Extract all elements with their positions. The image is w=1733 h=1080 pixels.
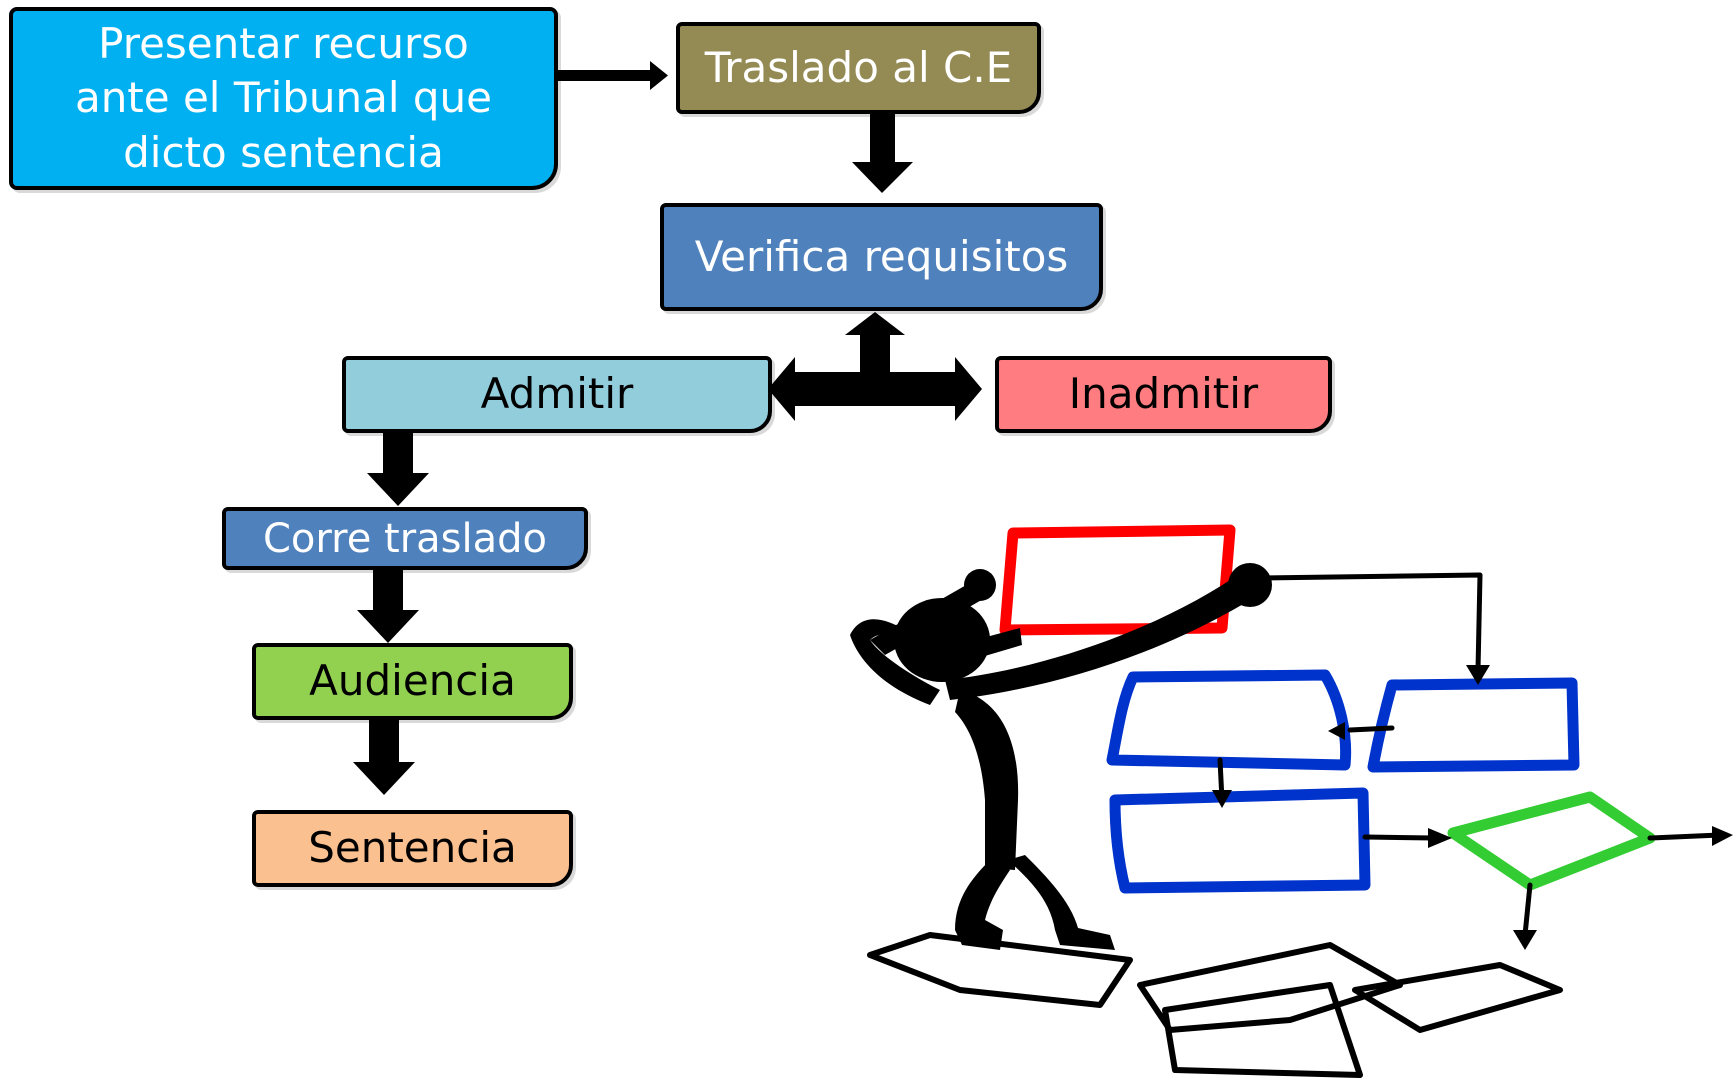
blue-box-shape-2 (1367, 677, 1580, 773)
node-audiencia: Audiencia (252, 643, 573, 720)
node-admitir-label: Admitir (480, 369, 634, 419)
blue-box-shape-3 (1109, 787, 1371, 894)
node-admitir: Admitir (342, 356, 772, 433)
node-corre-traslado-label: Corre traslado (262, 515, 547, 562)
node-traslado-ce: Traslado al C.E (676, 22, 1041, 114)
node-presentar-label: Presentar recurso ante el Tribunal que d… (74, 18, 493, 177)
node-verifica-label: Verifica requisitos (694, 231, 1069, 281)
arrow-corre-to-audiencia (357, 566, 419, 643)
node-inadmitir-label: Inadmitir (1068, 369, 1259, 419)
node-presentar-recurso: Presentar recurso ante el Tribunal que d… (9, 7, 558, 190)
node-traslado-ce-label: Traslado al C.E (704, 42, 1013, 92)
paper-sheet-1 (867, 932, 1133, 1008)
node-sentencia: Sentencia (252, 810, 573, 887)
node-corre-traslado: Corre traslado (222, 507, 588, 570)
node-verifica-requisitos: Verifica requisitos (660, 203, 1103, 311)
blue-box-shape-1 (1106, 669, 1352, 771)
green-diamond-shape (1447, 791, 1656, 891)
paper-sheet-4 (1352, 962, 1563, 1033)
arrow-audiencia-to-sentencia (353, 718, 415, 795)
arrow-presentar-to-traslado (555, 61, 668, 90)
arrow-verifica-branch (768, 312, 982, 421)
node-audiencia-label: Audiencia (309, 656, 516, 706)
red-box-shape (999, 524, 1236, 636)
paper-sheet-3 (1162, 982, 1363, 1078)
node-inadmitir: Inadmitir (995, 356, 1332, 433)
arrow-traslado-to-verifica (852, 112, 913, 193)
arrow-admitir-to-corre (367, 430, 429, 506)
node-sentencia-label: Sentencia (308, 823, 517, 873)
